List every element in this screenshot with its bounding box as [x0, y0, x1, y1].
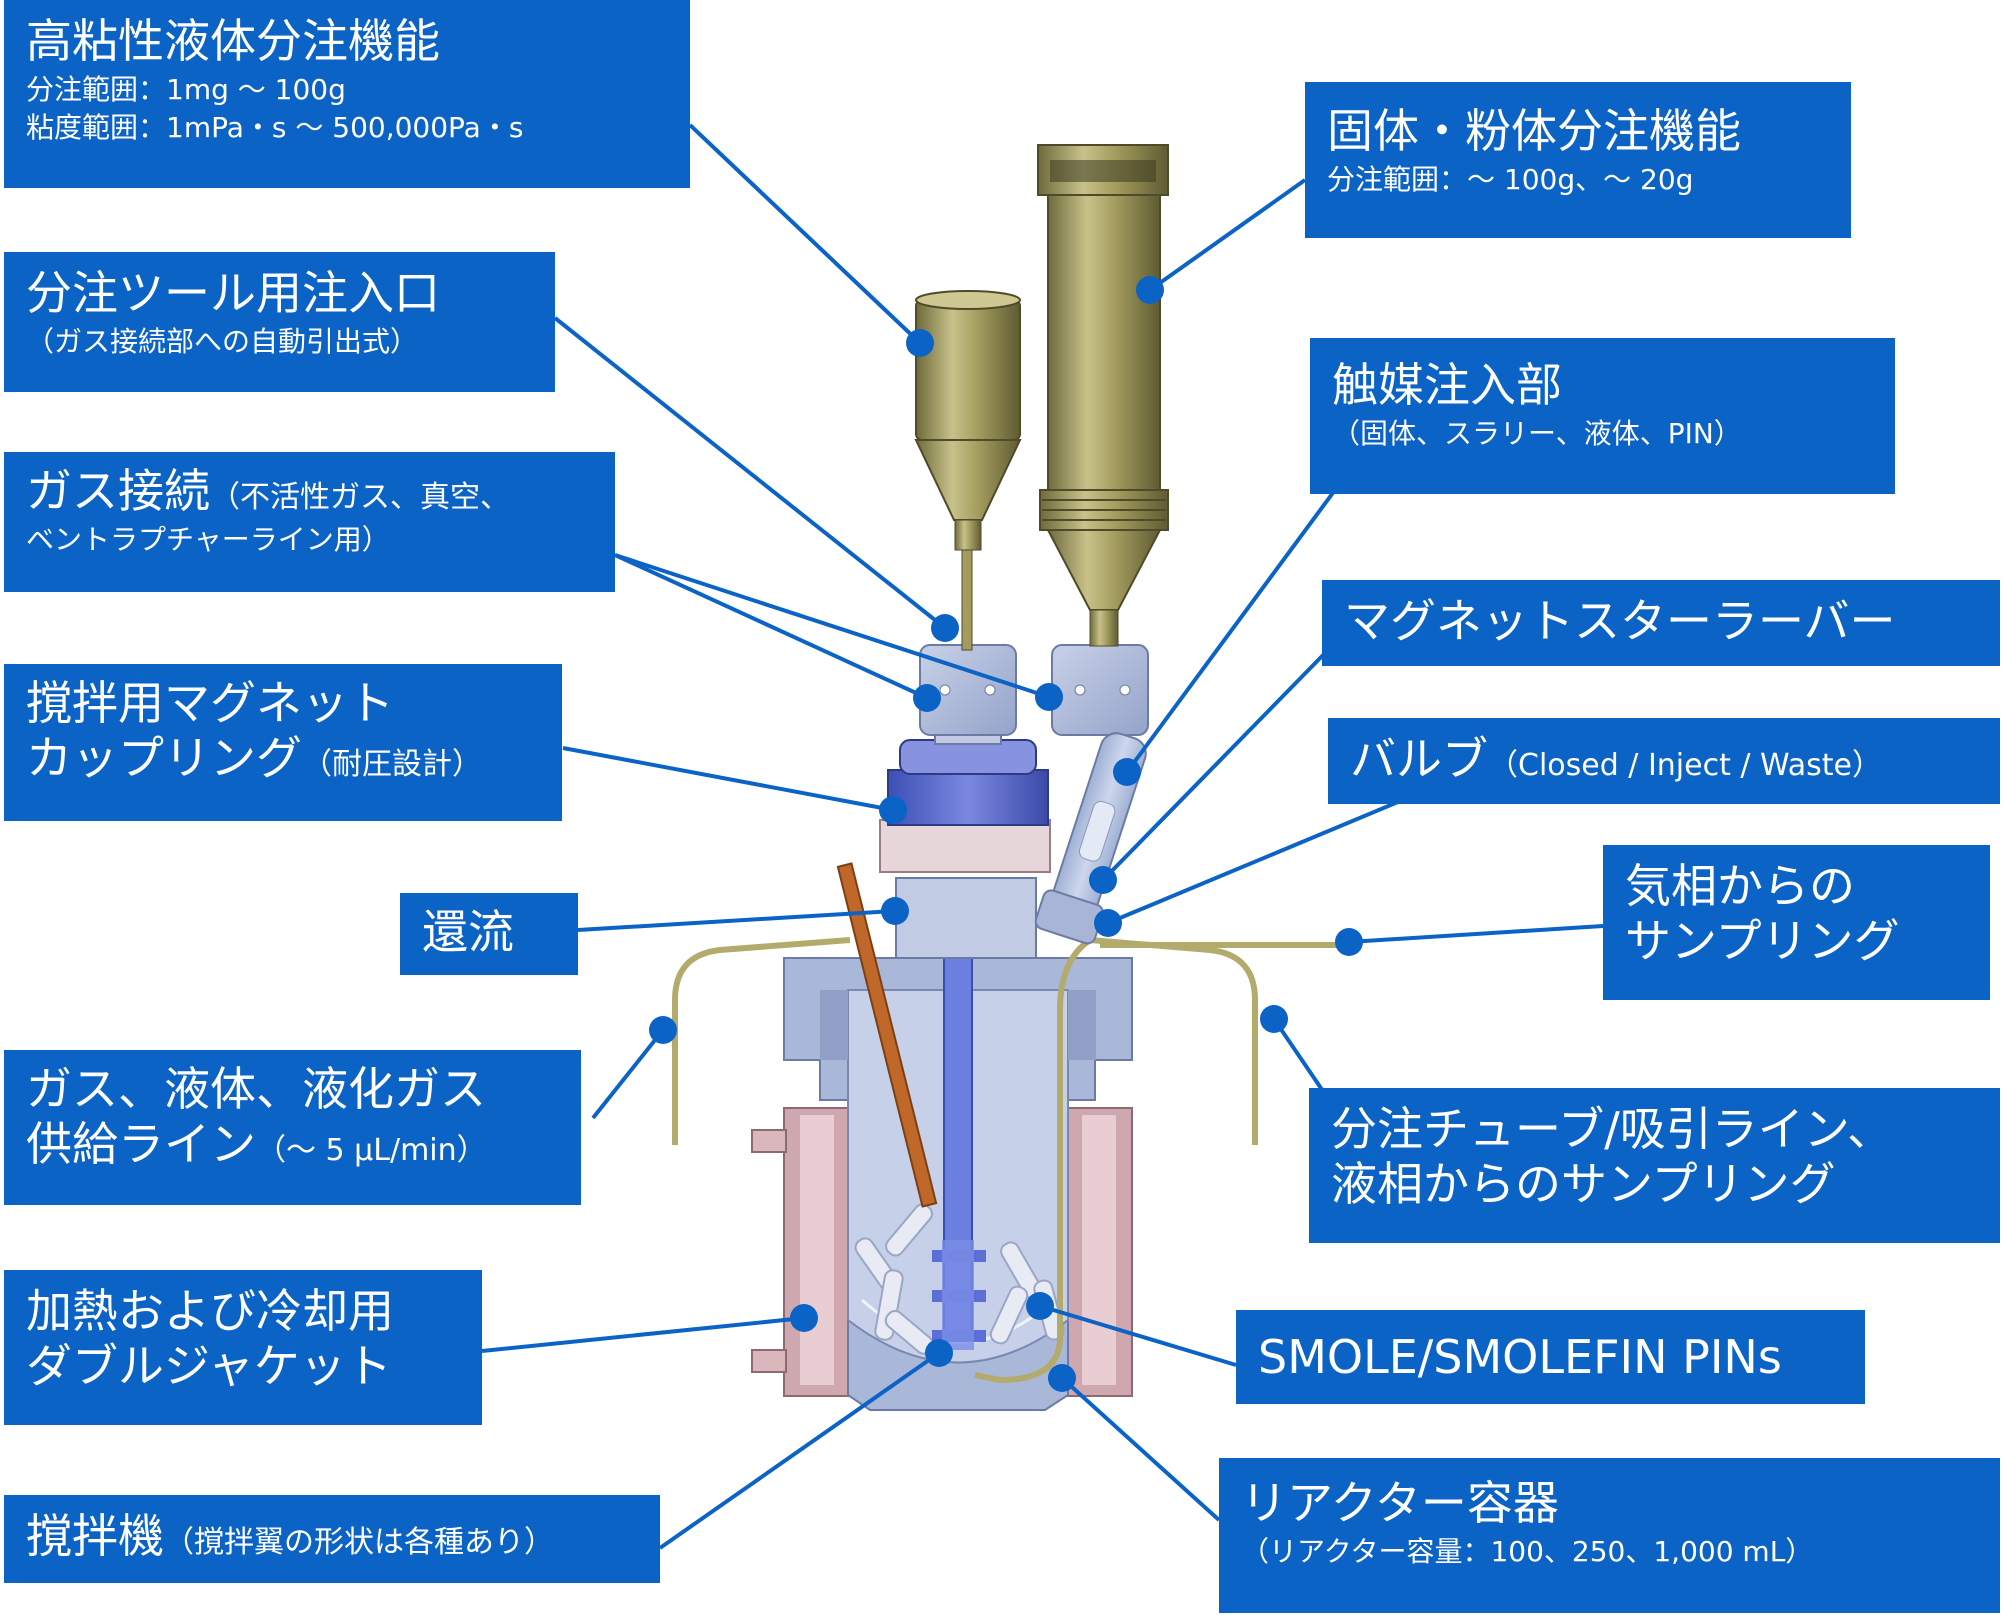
label-title-note: （不活性ガス、真空、 [210, 480, 510, 515]
label-stirrer: 撹拌機（撹拌翼の形状は各種あり） [4, 1495, 660, 1583]
label-double-jacket: 加熱および冷却用 ダブルジャケット [4, 1270, 482, 1425]
label-line: （ガス接続部への自動引出式） [26, 325, 419, 359]
double-jacket-shape [751, 1107, 1133, 1397]
stirrer-shape [932, 899, 986, 1350]
label-title: 還流 [422, 905, 514, 959]
label-catalyst-injector: 触媒注入部 （固体、スラリー、液体、PIN） [1310, 338, 1895, 494]
label-reflux: 還流 [400, 893, 578, 975]
supply-tubes-shape [672, 937, 1360, 1384]
valve-shape [1034, 732, 1147, 945]
label-line: サンプリング [1625, 914, 1900, 969]
label-tool-inlet: 分注ツール用注入口 （ガス接続部への自動引出式） [4, 252, 555, 392]
label-solid-dispensing: 固体・粉体分注機能 分注範囲：～ 100g、～ 20g [1305, 82, 1851, 238]
label-title: マグネットスターラーバー [1344, 594, 1896, 648]
label-note: （～ 5 μL/min） [256, 1133, 487, 1169]
label-line: 粘度範囲：1mPa・s ～ 500,000Pa・s [26, 110, 524, 144]
label-line: （リアクター容量：100、250、1,000 mL） [1241, 1535, 1814, 1569]
leader-lines [481, 123, 1604, 1550]
label-title: バルブ [1350, 732, 1488, 786]
label-dispense-tube: 分注チューブ/吸引ライン、 液相からのサンプリング [1309, 1088, 2000, 1243]
gas-block-right-shape [1051, 644, 1149, 736]
label-title: 触媒注入部 [1332, 358, 1562, 412]
label-line: 加熱および冷却用 [26, 1284, 394, 1338]
label-reactor-vessel: リアクター容器 （リアクター容量：100、250、1,000 mL） [1219, 1458, 2000, 1613]
label-line: 分注範囲：1mg ～ 100g [26, 73, 346, 107]
label-gas-connection: ガス接続（不活性ガス、真空、 ベントラプチャーライン用） [4, 452, 615, 592]
label-title: 高粘性液体分注機能 [26, 14, 440, 68]
label-supply-line: ガス、液体、液化ガス 供給ライン（～ 5 μL/min） [4, 1050, 581, 1205]
leader-dots [649, 276, 1363, 1392]
label-line: ベントラプチャーライン用） [26, 523, 390, 557]
label-magnetic-stir-bar: マグネットスターラーバー [1322, 580, 2000, 666]
label-title-row: バルブ（Closed / Inject / Waste） [1350, 732, 1978, 787]
label-line: 気相からの [1625, 859, 1855, 913]
label-note: （耐圧設計） [302, 747, 482, 783]
label-title: 固体・粉体分注機能 [1327, 104, 1741, 158]
label-title: ガス接続 [26, 464, 210, 518]
label-title: 撹拌機 [26, 1509, 164, 1563]
label-title: 分注ツール用注入口 [26, 266, 440, 320]
label-title-note: （撹拌翼の形状は各種あり） [164, 1525, 554, 1560]
label-title: リアクター容器 [1241, 1476, 1559, 1530]
label-line: ガス、液体、液化ガス [26, 1062, 486, 1116]
solid-dispenser-shape [1037, 144, 1169, 647]
label-magnetic-coupling: 撹拌用マグネット カップリング（耐圧設計） [4, 664, 562, 821]
label-line: ダブルジャケット [26, 1339, 392, 1394]
label-title-row: 撹拌機（撹拌翼の形状は各種あり） [26, 1509, 638, 1564]
label-title: SMOLE/SMOLEFIN PINs [1258, 1330, 1782, 1384]
label-line: （固体、スラリー、液体、PIN） [1332, 417, 1742, 451]
label-title-row: 供給ライン（～ 5 μL/min） [26, 1117, 559, 1172]
label-line: カップリング [26, 731, 302, 786]
label-smole-pins: SMOLE/SMOLEFIN PINs [1236, 1310, 1865, 1404]
reflux-rod-shape [836, 862, 938, 1208]
label-gas-phase-sampling: 気相からの サンプリング [1603, 845, 1990, 1000]
label-line: 撹拌用マグネット [26, 676, 394, 730]
viscous-dispenser-shape [914, 290, 1022, 651]
label-valve: バルブ（Closed / Inject / Waste） [1328, 718, 2000, 804]
label-line: 分注範囲：～ 100g、～ 20g [1327, 163, 1694, 197]
label-line: 供給ライン [26, 1117, 256, 1172]
label-title-row: ガス接続（不活性ガス、真空、 [26, 464, 593, 519]
label-viscous-dispensing: 高粘性液体分注機能 分注範囲：1mg ～ 100g 粘度範囲：1mPa・s ～ … [4, 0, 690, 188]
label-title-note: （Closed / Inject / Waste） [1488, 748, 1883, 783]
label-line: 分注チューブ/吸引ライン、 [1331, 1102, 1893, 1156]
label-title-row: カップリング（耐圧設計） [26, 731, 540, 786]
label-line: 液相からのサンプリング [1331, 1157, 1836, 1212]
